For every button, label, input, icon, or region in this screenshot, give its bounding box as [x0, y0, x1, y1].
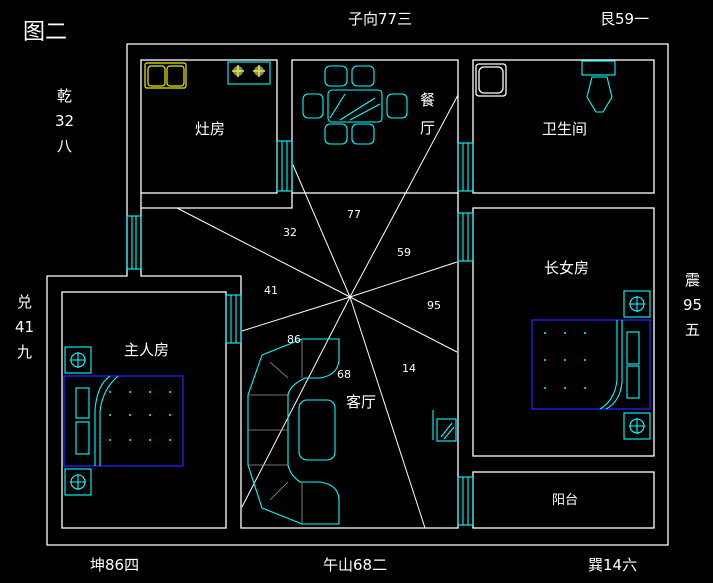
- direction-east: 震 95 五: [683, 268, 702, 343]
- sofa-icon: [247, 338, 340, 525]
- dining-table-icon: [302, 65, 408, 145]
- room-living: 客厅: [346, 393, 377, 411]
- direction-south: 午山68二: [323, 556, 388, 574]
- sector-number: 77: [347, 208, 361, 221]
- room-bathroom: 卫生间: [542, 120, 588, 138]
- sink-icon: [144, 62, 187, 89]
- direction-west: 兑 41 九: [15, 290, 34, 365]
- trigram-star: 八: [57, 137, 73, 155]
- washbasin-icon: [475, 63, 507, 97]
- toilet-icon: [581, 60, 616, 113]
- stove-icon: [227, 61, 271, 85]
- sector-lines: [176, 94, 459, 529]
- room-balcony: 阳台: [552, 493, 579, 508]
- bed-daughter: [531, 290, 651, 440]
- figure-label: 图二: [23, 20, 68, 45]
- sector-number: 68: [337, 368, 351, 381]
- room-kitchen: 灶房: [195, 120, 226, 138]
- trigram-star: 五: [685, 321, 701, 339]
- sector-number: 95: [427, 299, 441, 312]
- direction-southwest: 坤86四: [90, 556, 140, 574]
- direction-northeast: 艮59一: [600, 10, 650, 28]
- trigram-number: 32: [55, 112, 75, 130]
- trigram-star: 九: [17, 343, 33, 361]
- bed-dots: [109, 391, 171, 441]
- windows-doors: [126, 140, 474, 526]
- trigram-name: 兑: [17, 293, 33, 311]
- direction-north: 子向77三: [348, 10, 413, 28]
- room-dining-char: 餐: [420, 91, 436, 109]
- sector-number: 59: [397, 246, 411, 259]
- sector-number: 41: [264, 284, 278, 297]
- trigram-number: 41: [15, 318, 35, 336]
- room-eldest-daughter: 长女房: [544, 259, 590, 277]
- direction-northwest: 乾 32 八: [55, 84, 74, 159]
- bed-master: [63, 346, 184, 496]
- room-dining-char: 厅: [420, 119, 436, 137]
- trigram-name: 乾: [57, 87, 73, 105]
- room-master-bedroom: 主人房: [124, 341, 170, 359]
- trigram-number: 95: [683, 296, 703, 314]
- direction-southeast: 巽14六: [588, 556, 638, 574]
- tv-icon: [432, 410, 457, 442]
- sector-number: 32: [283, 226, 297, 239]
- sector-number: 86: [287, 333, 301, 346]
- trigram-name: 震: [685, 271, 701, 289]
- sector-number: 14: [402, 362, 416, 375]
- room-dining: 餐厅: [420, 86, 435, 142]
